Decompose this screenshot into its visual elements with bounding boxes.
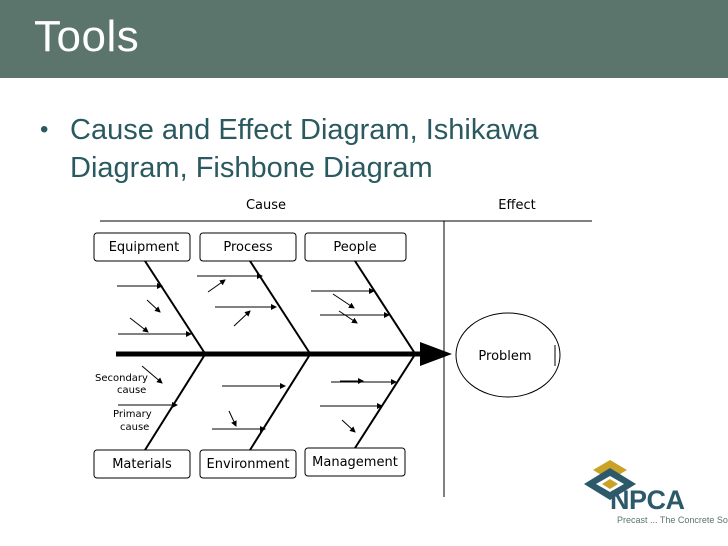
cause-arrows-top (117, 273, 390, 337)
category-box-process (199, 232, 297, 262)
category-box-environment (199, 449, 297, 479)
spine-arrowhead (420, 342, 452, 366)
npca-logo-icon (584, 460, 636, 500)
effect-ellipse (455, 312, 561, 398)
cause-arrows-bottom (118, 365, 397, 433)
bone-equipment (144, 260, 205, 353)
bullet-text: Cause and Effect Diagram, Ishikawa Diagr… (70, 114, 539, 184)
bone-environment (249, 355, 310, 451)
logo-wordmark: NPCA (610, 485, 685, 515)
cause-header: Cause (246, 198, 286, 213)
category-label-process: Process (223, 240, 273, 255)
category-label-people: People (333, 240, 376, 255)
category-label-management: Management (312, 455, 398, 470)
bone-people (354, 260, 415, 353)
legend-primary-label-line2: cause (120, 422, 149, 433)
bone-materials (144, 355, 205, 451)
slide-title: Tools (34, 12, 140, 61)
logo-tagline: Precast ... The Concrete Solution (617, 515, 728, 525)
category-label-materials: Materials (112, 457, 172, 472)
title-bar: Tools (0, 0, 728, 78)
category-box-equipment (93, 232, 191, 262)
bullet-dot-icon: • (40, 116, 49, 143)
bullet-item: • Cause and Effect Diagram, Ishikawa Dia… (40, 111, 620, 187)
category-box-materials (93, 449, 191, 479)
legend-secondary-label-line1: Secondary (95, 373, 148, 384)
category-label-environment: Environment (206, 457, 289, 472)
legend-secondary-label-line2: cause (117, 385, 146, 396)
legend-primary-label-line1: Primary (113, 409, 152, 420)
category-label-equipment: Equipment (109, 240, 180, 255)
bone-management (354, 355, 415, 449)
effect-header: Effect (498, 198, 535, 213)
effect-label: Problem (478, 349, 531, 364)
